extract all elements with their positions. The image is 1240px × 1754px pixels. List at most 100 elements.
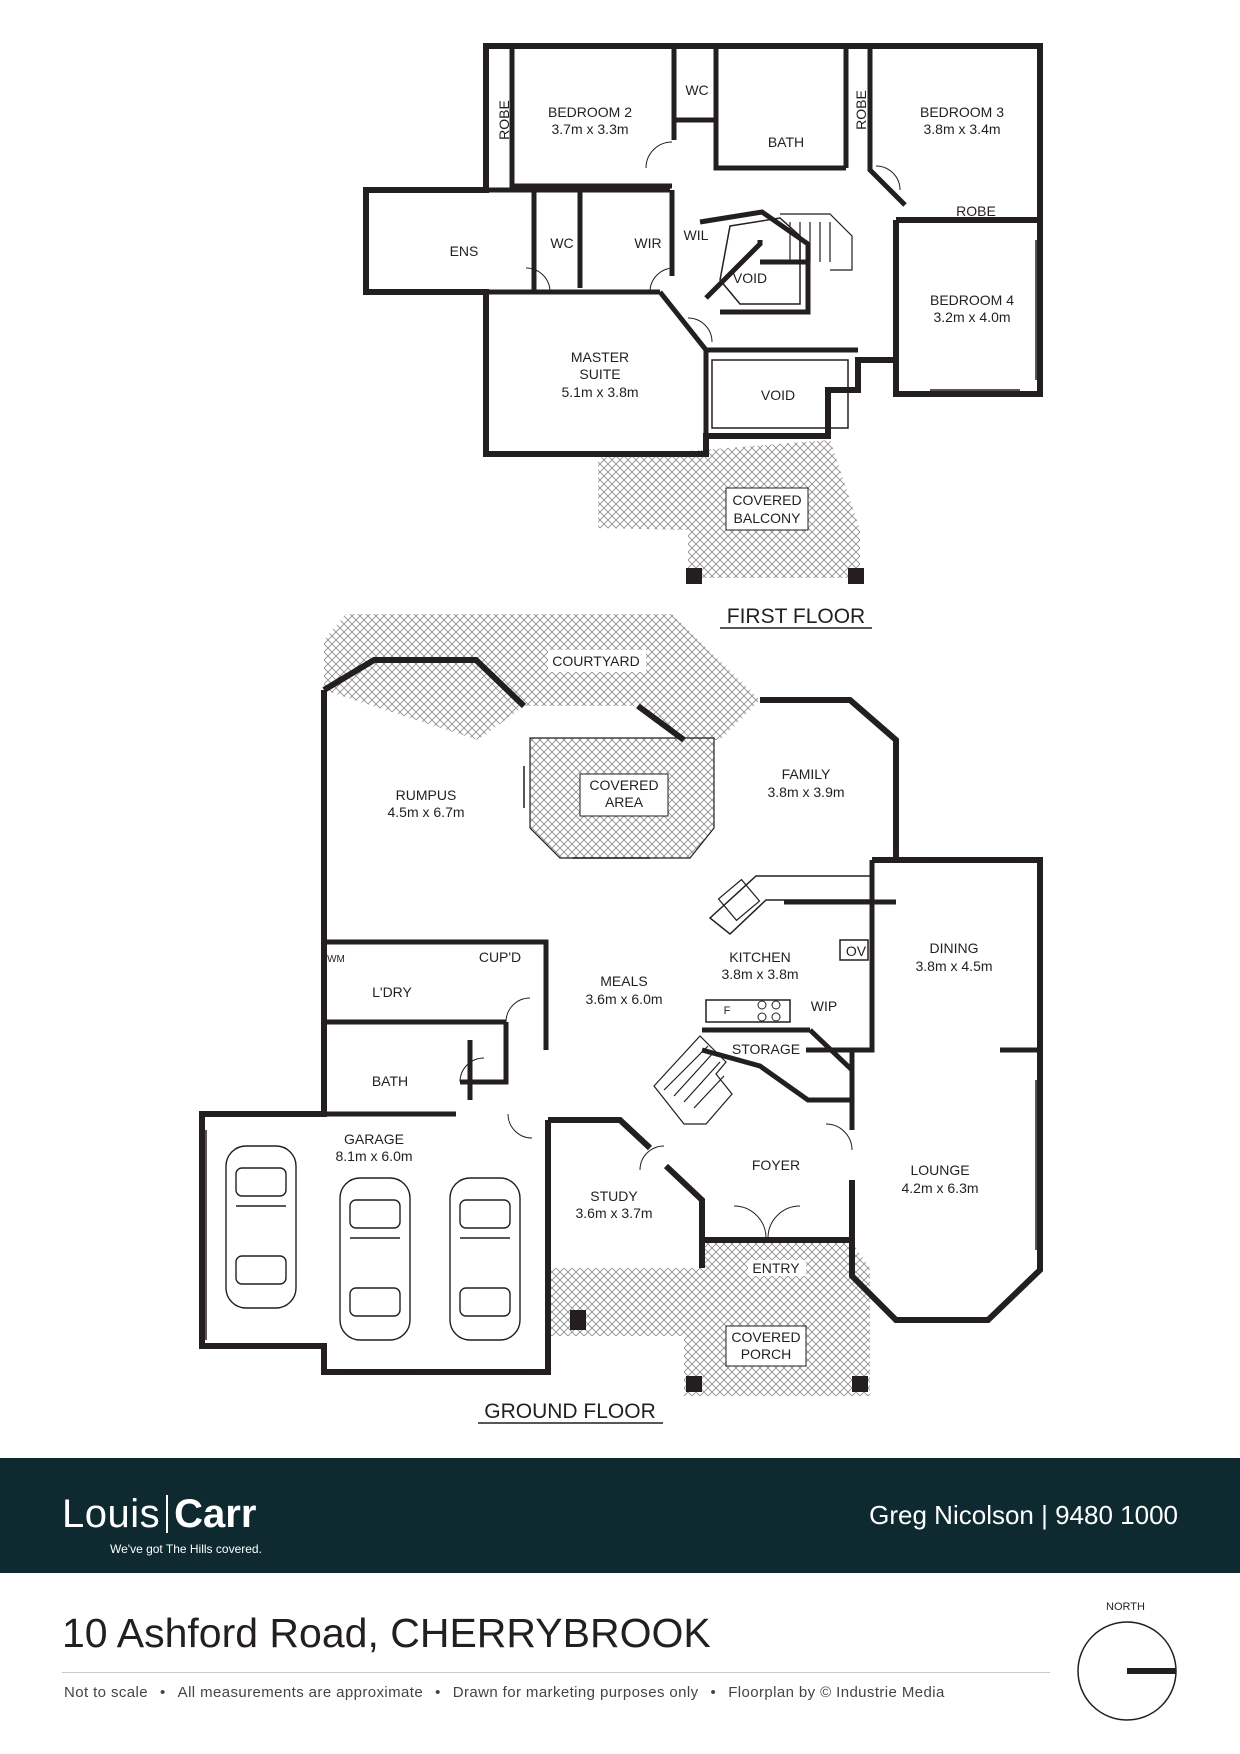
courtyard-label-box <box>548 650 646 672</box>
storage-label: STORAGE <box>732 1041 800 1057</box>
family-size: 3.8m x 3.9m <box>767 784 844 800</box>
car-icon <box>339 1177 411 1341</box>
disclaimer-item: Drawn for marketing purposes only <box>452 1684 699 1701</box>
first-floor-labels: BEDROOM 2 3.7m x 3.3m WC BATH BEDROOM 3 … <box>450 82 1014 629</box>
study-size: 3.6m x 3.7m <box>575 1205 652 1221</box>
balcony-label-box <box>725 487 809 531</box>
rumpus-size: 4.5m x 6.7m <box>387 804 464 820</box>
covered-area-name1: COVERED <box>589 777 658 793</box>
ground-floor-partitions <box>321 860 1040 1130</box>
wir-label: WIR <box>634 235 661 251</box>
divider <box>62 1672 1050 1673</box>
post <box>570 1310 586 1330</box>
first-floor-outer-wall <box>363 43 1043 457</box>
ens-label: ENS <box>450 243 479 259</box>
lounge-size: 4.2m x 6.3m <box>901 1180 978 1196</box>
lounge-name: LOUNGE <box>910 1162 969 1178</box>
rumpus-name: RUMPUS <box>396 787 457 803</box>
disclaimer-line: Not to scale • All measurements are approx… <box>64 1684 945 1701</box>
sink-icon <box>717 878 761 922</box>
wil-label: WIL <box>684 227 709 243</box>
master-name1: MASTER <box>571 349 629 365</box>
bedroom4-size: 3.2m x 4.0m <box>933 309 1010 325</box>
logo-word-carr: Carr <box>174 1492 257 1536</box>
stairs-ground <box>653 1035 733 1125</box>
post <box>852 1376 868 1392</box>
bedroom4-name: BEDROOM 4 <box>930 292 1014 308</box>
ground-floor-windows <box>205 659 1037 1373</box>
compass-label: NORTH <box>1106 1601 1145 1613</box>
car-icon <box>225 1145 297 1309</box>
wip-label: WIP <box>811 998 837 1014</box>
study-name: STUDY <box>590 1188 638 1204</box>
compass-icon <box>1077 1621 1177 1721</box>
cooktop-burner <box>757 1012 767 1022</box>
ov-label: OV <box>846 943 867 959</box>
foyer-label: FOYER <box>752 1157 800 1173</box>
courtyard-label: COURTYARD <box>552 653 639 669</box>
stairs-first <box>780 213 853 271</box>
disclaimer-item: Floorplan by © Industrie Media <box>728 1684 945 1701</box>
dining-size: 3.8m x 4.5m <box>915 958 992 974</box>
ground-floor <box>199 614 1043 1396</box>
family-name: FAMILY <box>782 766 831 782</box>
ground-floor-title: GROUND FLOOR <box>484 1400 656 1423</box>
property-address: 10 Ashford Road, CHERRYBROOK <box>62 1610 711 1656</box>
wc-top-label: WC <box>685 82 708 98</box>
garage-size: 8.1m x 6.0m <box>335 1148 412 1164</box>
wm-label: WM <box>327 954 345 965</box>
porch-hatch <box>548 1240 870 1396</box>
car-icon <box>449 1177 521 1341</box>
bath-first-label: BATH <box>768 134 804 150</box>
porch-name1: COVERED <box>731 1329 800 1345</box>
disclaimer-item: All measurements are approximate <box>177 1684 424 1701</box>
void-outline <box>711 217 849 429</box>
master-name2: SUITE <box>579 366 620 382</box>
floorplan-drawing: BEDROOM 2 3.7m x 3.3m WC BATH BEDROOM 3 … <box>199 43 1043 1424</box>
kitchen-name: KITCHEN <box>729 949 790 965</box>
bullet-separator: • <box>710 1684 717 1701</box>
laundry-label: L'DRY <box>372 984 412 1000</box>
bedroom2-name: BEDROOM 2 <box>548 104 632 120</box>
balcony-name1: COVERED <box>732 492 801 508</box>
cooktop-burner <box>771 1000 781 1010</box>
logo-tagline: We've got The Hills covered. <box>110 1542 262 1556</box>
agent-contact: Greg Nicolson | 9480 1000 <box>869 1500 1178 1530</box>
bedroom3-name: BEDROOM 3 <box>920 104 1004 120</box>
logo-separator <box>166 1495 169 1533</box>
bedroom4-wall <box>893 217 1040 394</box>
courtyard-hatch <box>324 614 760 740</box>
post <box>848 568 864 584</box>
bedroom2-size: 3.7m x 3.3m <box>551 121 628 137</box>
robe-b4-label: ROBE <box>956 203 996 219</box>
first-floor-partitions <box>486 46 907 436</box>
post <box>686 1376 702 1392</box>
robe-b3-label: ROBE <box>853 90 869 130</box>
ground-floor-labels: COURTYARD RUMPUS 4.5m x 6.7m COVERED ARE… <box>327 653 993 1424</box>
meals-size: 3.6m x 6.0m <box>585 991 662 1007</box>
covered-area-name2: AREA <box>605 794 644 810</box>
porch-name2: PORCH <box>741 1346 792 1362</box>
disclaimer-item: Not to scale <box>64 1684 149 1701</box>
bath-ground-label: BATH <box>372 1073 408 1089</box>
bullet-separator: • <box>435 1684 441 1701</box>
door-arc <box>525 141 901 343</box>
void1-label: VOID <box>733 270 767 286</box>
first-floor <box>363 43 1043 584</box>
first-floor-title: FIRST FLOOR <box>727 605 865 628</box>
meals-name: MEALS <box>600 973 647 989</box>
balcony-name2: BALCONY <box>734 510 802 526</box>
entry-label: ENTRY <box>752 1260 800 1276</box>
bedroom3-size: 3.8m x 3.4m <box>923 121 1000 137</box>
porch-label-box <box>725 1325 807 1367</box>
kitchen-bench <box>705 875 873 1023</box>
master-size: 5.1m x 3.8m <box>561 384 638 400</box>
post <box>686 568 702 584</box>
cooktop-burner <box>757 1000 767 1010</box>
covered-area-label-box <box>579 773 669 817</box>
bullet-separator: • <box>160 1684 166 1701</box>
cooktop-burner <box>771 1012 781 1022</box>
footer-band <box>0 1458 1240 1573</box>
dining-name: DINING <box>930 940 979 956</box>
